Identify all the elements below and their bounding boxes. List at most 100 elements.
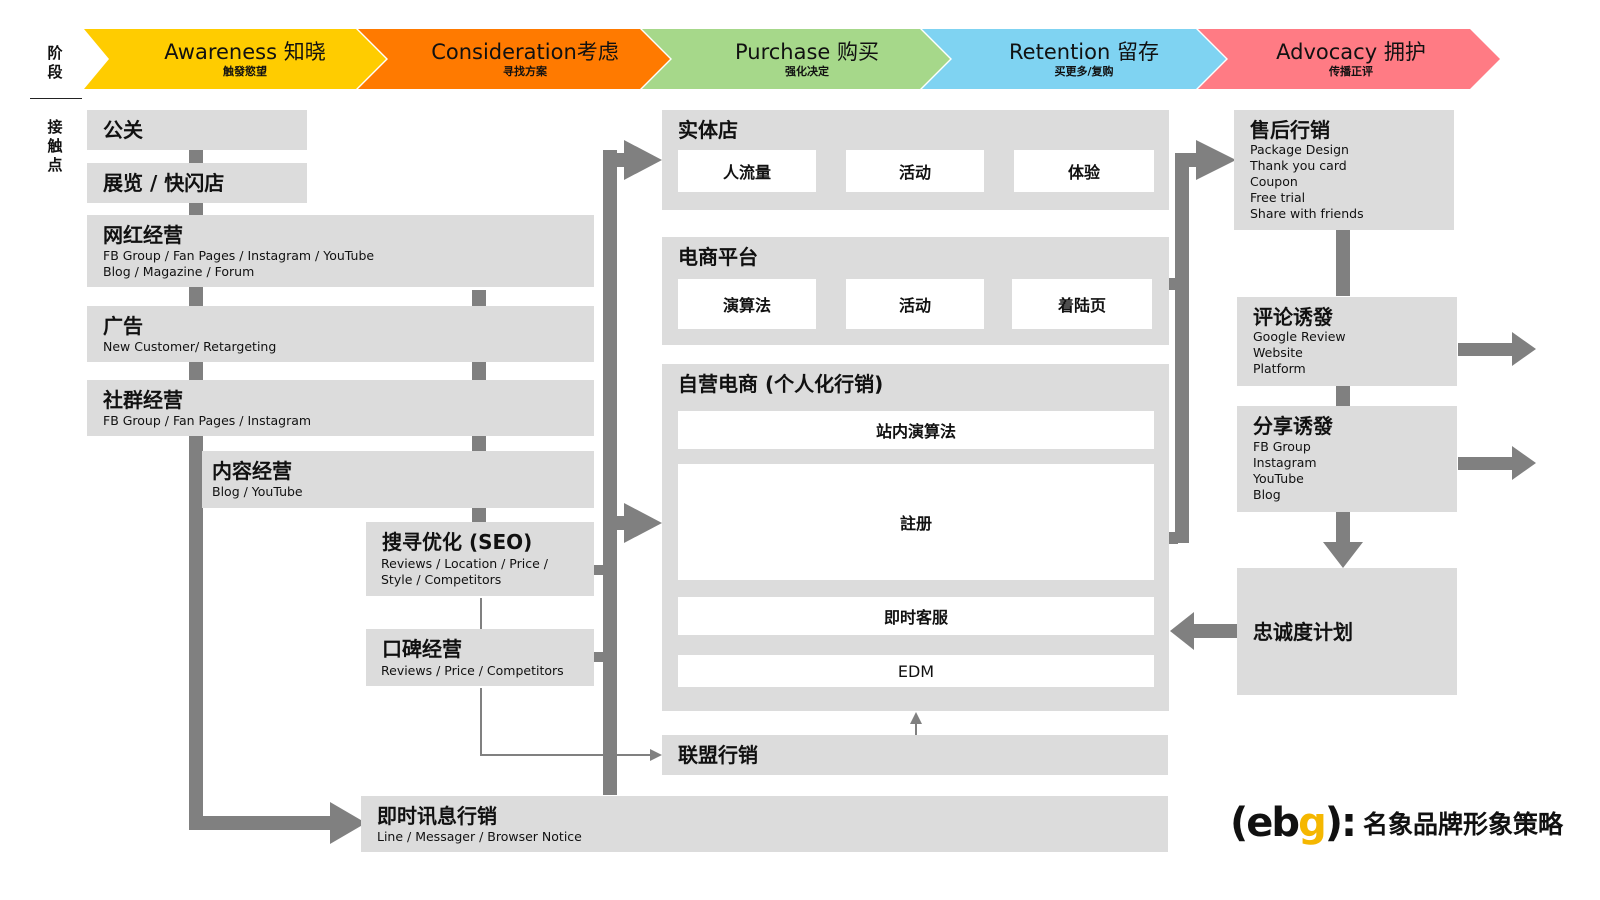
- stage-awareness: Awareness 知晓 触發慾望: [104, 29, 386, 89]
- affiliate-box: 联盟行销: [662, 735, 1168, 775]
- box-line: Instagram: [1253, 455, 1317, 470]
- own-item-live-support: 即时客服: [678, 597, 1154, 635]
- stage-bar-shapes: [84, 29, 1500, 89]
- brand-logo: (ebg): 名象品牌形象策略: [1230, 800, 1563, 846]
- box-line: Thank you card: [1250, 158, 1347, 173]
- box-line: Coupon: [1250, 174, 1298, 189]
- stage-chevron-consideration: [358, 29, 670, 89]
- box-line: Platform: [1253, 361, 1306, 376]
- own-item-onsite-algorithm: 站内演算法: [678, 411, 1154, 449]
- im-box: 即时讯息行销 Line / Messager / Browser Notice: [361, 796, 1168, 852]
- box-line: YouTube: [1253, 471, 1304, 486]
- box-subtitle: Reviews / Location / Price /: [381, 556, 548, 571]
- to-loyalty-arrow: [1323, 542, 1363, 568]
- review-box: 评论诱發 Google Review Website Platform: [1237, 297, 1457, 386]
- aftersales-box: 售后行销 Package Design Thank you card Coupo…: [1234, 110, 1454, 230]
- stage-desc: 触發慾望: [223, 65, 267, 78]
- box-title: 分享诱發: [1253, 414, 1333, 438]
- advocacy-spine-mid: [1336, 386, 1350, 406]
- box-subtitle: New Customer/ Retargeting: [103, 339, 277, 354]
- seo-to-wom-line: [480, 598, 482, 630]
- box-line: Google Review: [1253, 329, 1346, 344]
- stage-retention: Retention 留存 买更多/复购: [942, 29, 1226, 89]
- stage-purchase: Purchase 购买 强化决定: [664, 29, 950, 89]
- stage-chevron-advocacy: [1198, 29, 1500, 89]
- purchase-spine: [603, 150, 617, 795]
- seo-to-spine: [594, 565, 608, 575]
- loyalty-back-line: [1190, 624, 1238, 638]
- to-aftersales-line: [1175, 153, 1200, 167]
- box-subtitle: Line / Messager / Browser Notice: [377, 829, 582, 844]
- brand-mark-g: g: [1298, 800, 1327, 846]
- wom-down-line: [480, 688, 482, 756]
- box-title: 社群经营: [103, 388, 183, 412]
- stage-name: Awareness 知晓: [164, 40, 326, 64]
- brand-mark-e: (e: [1230, 800, 1273, 846]
- stage-name: Purchase 购买: [734, 40, 880, 64]
- review-out-line: [1458, 343, 1513, 356]
- store-item-traffic: 人流量: [678, 150, 816, 192]
- stage-chevron-retention: [922, 29, 1226, 89]
- expo-box: 展览 / 快闪店: [87, 163, 307, 203]
- loyalty-box: 忠诚度计划: [1237, 568, 1457, 695]
- stage-desc: 传播正评: [1329, 65, 1373, 78]
- share-box: 分享诱發 FB Group Instagram YouTube Blog: [1237, 406, 1457, 512]
- stage-name: Retention 留存: [1009, 40, 1159, 64]
- brand-mark-tail: ):: [1324, 800, 1357, 846]
- stage-name: Advocacy 拥护: [1276, 40, 1426, 64]
- store-item-experience: 体验: [1014, 150, 1154, 192]
- left-to-im-arrow: [330, 802, 366, 844]
- box-title: 公关: [103, 118, 143, 142]
- to-store-arrow: [624, 140, 662, 180]
- pr-box: 公关: [87, 110, 307, 150]
- box-subtitle: FB Group / Fan Pages / Instagram: [103, 413, 312, 428]
- wom-box: 口碑经营 Reviews / Price / Competitors: [366, 629, 594, 686]
- own-ecommerce-box: 自营电商 (个人化行销) 站内演算法 註册 即时客服 EDM: [662, 364, 1169, 711]
- box-title: 口碑经营: [382, 637, 462, 661]
- advocacy-spine-bottom: [1336, 512, 1350, 544]
- stage-bar: Awareness 知晓 触發慾望 Consideration考虑 寻找方案 P…: [84, 29, 1500, 89]
- ecom-to-retention: [1168, 278, 1178, 290]
- box-line: Website: [1253, 345, 1303, 360]
- to-own-ecom-arrow: [624, 503, 662, 543]
- loyalty-back-arrow: [1170, 612, 1194, 650]
- to-affiliate-line: [480, 754, 652, 756]
- advocacy-spine-top: [1336, 230, 1350, 296]
- touchpoint-label: 接 触 点: [47, 118, 63, 174]
- review-out-arrow: [1512, 332, 1536, 366]
- brand-mark-b: b: [1271, 800, 1300, 846]
- own-to-retention: [1168, 532, 1178, 544]
- box-title: 联盟行销: [678, 743, 758, 767]
- stage-desc: 寻找方案: [503, 65, 547, 78]
- box-title: 网红经营: [103, 223, 183, 247]
- store-item-events: 活动: [846, 150, 984, 192]
- stage-advocacy: Advocacy 拥护 传播正评: [1218, 29, 1484, 89]
- box-title: 展览 / 快闪店: [103, 171, 225, 195]
- community-box: 社群经营 FB Group / Fan Pages / Instagram: [87, 380, 594, 436]
- ecom-item-landing-page: 着陆页: [1012, 279, 1152, 329]
- box-line: Free trial: [1250, 190, 1306, 205]
- box-title: 售后行销: [1250, 118, 1330, 142]
- stage-chevron-awareness: [84, 29, 386, 89]
- box-line: FB Group: [1253, 439, 1311, 454]
- box-title: 实体店: [678, 118, 738, 142]
- box-title: 广告: [103, 314, 143, 338]
- stage-chevron-purchase: [642, 29, 950, 89]
- box-line: Blog: [1253, 487, 1281, 502]
- seo-box: 搜寻优化 (SEO) Reviews / Location / Price / …: [366, 522, 594, 596]
- box-title: 评论诱發: [1253, 305, 1333, 329]
- stage-desc: 强化决定: [785, 65, 829, 78]
- box-line: Share with friends: [1250, 206, 1364, 221]
- ecom-item-algorithm: 演算法: [678, 279, 816, 329]
- stage-name: Consideration考虑: [431, 40, 619, 64]
- brand-mark: (ebg):: [1230, 800, 1357, 846]
- header-divider: [30, 98, 82, 99]
- stage-consideration: Consideration考虑 寻找方案: [380, 29, 670, 89]
- box-subtitle: Blog / Magazine / Forum: [103, 264, 255, 279]
- share-out-line: [1458, 457, 1513, 470]
- affiliate-up-line: [915, 722, 917, 736]
- own-item-edm: EDM: [678, 655, 1154, 687]
- share-out-arrow: [1512, 446, 1536, 480]
- to-own-ecom-line: [603, 516, 628, 530]
- to-aftersales-arrow: [1196, 140, 1236, 180]
